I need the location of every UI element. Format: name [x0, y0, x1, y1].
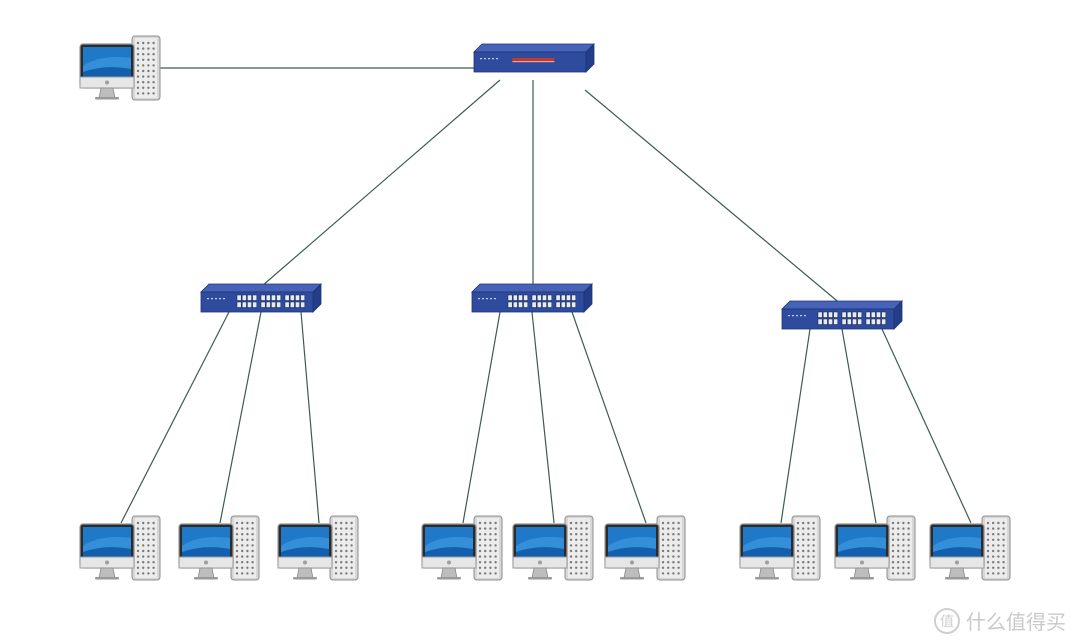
access-switch-2: [471, 283, 593, 313]
access-switch-1: [200, 283, 322, 313]
watermark-logo-icon: 值: [934, 607, 960, 634]
switch-2-computer-3: [604, 515, 686, 581]
switch-3-computer-1: [739, 515, 821, 581]
link-switch-1-to-pc-3: [300, 311, 320, 524]
switch-3-computer-2: [834, 515, 916, 581]
watermark-text: 什么值得买: [966, 610, 1066, 634]
admin-computer: [79, 35, 161, 101]
link-switch-2-to-pc-2: [531, 311, 555, 524]
link-switch-2-to-pc-1: [462, 311, 501, 524]
switch-1-computer-1: [79, 515, 161, 581]
link-switch-1-to-pc-2: [219, 311, 262, 524]
link-switch-3-to-pc-3: [881, 328, 972, 524]
links-layer: [120, 67, 972, 524]
access-switch-3: [781, 300, 903, 330]
link-switch-3-to-pc-1: [780, 328, 811, 524]
link-core-to-switch-3: [584, 89, 843, 306]
switch-2-computer-1: [421, 515, 503, 581]
link-switch-1-to-pc-1: [120, 311, 230, 524]
switch-1-computer-3: [277, 515, 359, 581]
link-switch-3-to-pc-2: [841, 328, 877, 524]
nodes-layer: [79, 35, 1011, 581]
link-core-to-switch-1: [261, 79, 501, 287]
core-switch: [473, 43, 595, 73]
switch-3-computer-3: [929, 515, 1011, 581]
watermark: 值 什么值得买: [934, 606, 1066, 635]
switch-2-computer-2: [512, 515, 594, 581]
switch-1-computer-2: [178, 515, 260, 581]
link-switch-2-to-pc-3: [571, 311, 647, 524]
